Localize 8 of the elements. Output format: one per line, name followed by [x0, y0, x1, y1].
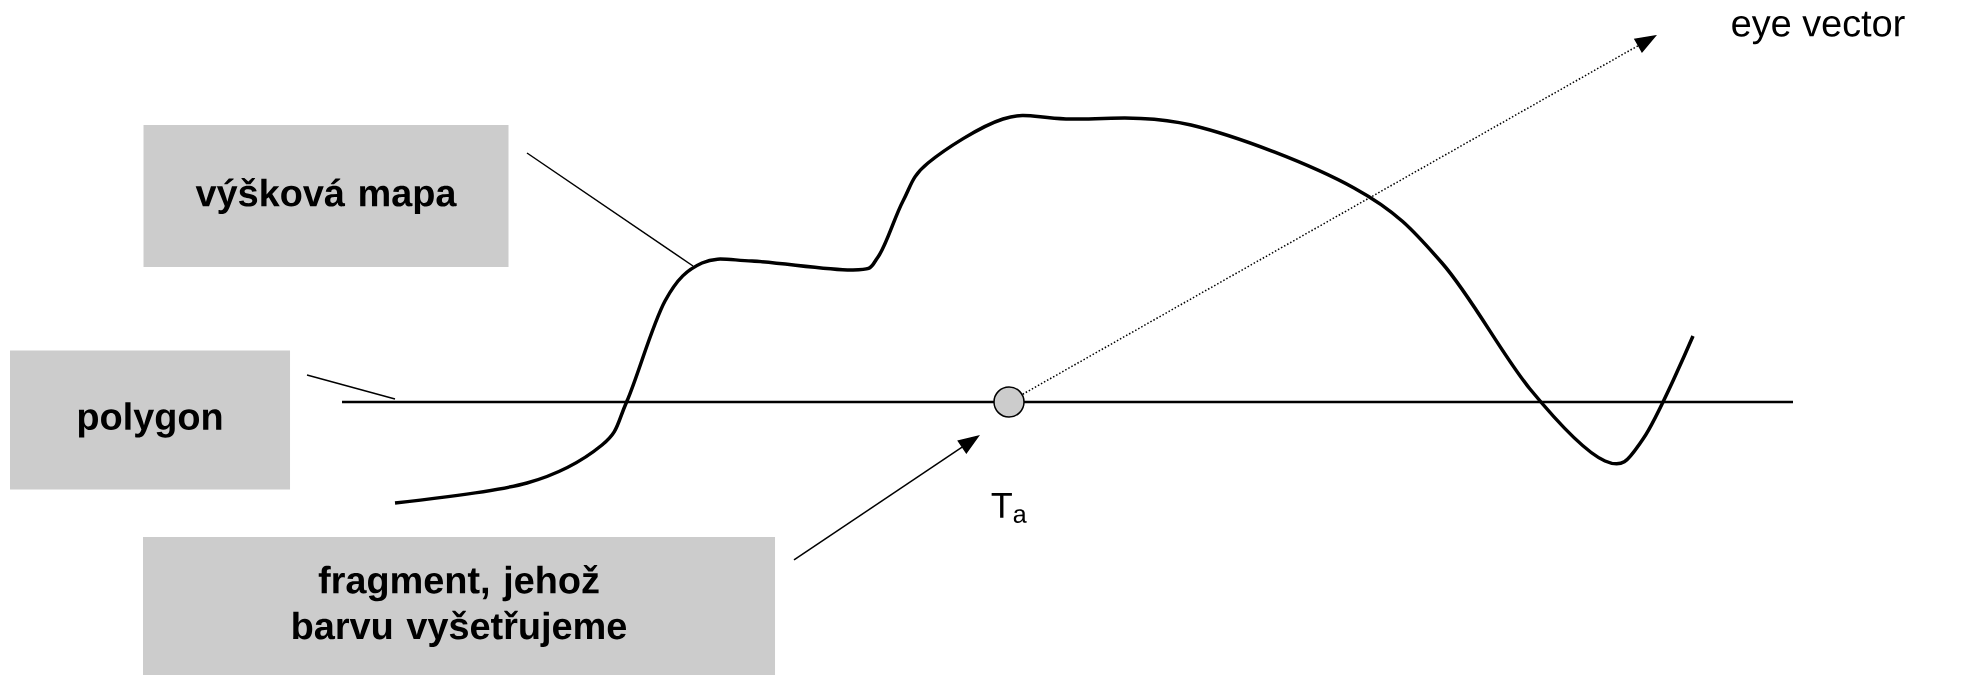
label-box: výšková mapa — [143, 125, 509, 267]
text-label: eye vector — [1732, 11, 1905, 45]
label-box: fragment, jehož barvu vyšetřujeme — [143, 537, 775, 675]
leader-line — [306, 374, 396, 400]
point-label: T$_{a}$ — [991, 493, 1027, 523]
label-box: polygon — [10, 350, 290, 490]
point-marker — [993, 386, 1025, 418]
leader-line — [526, 152, 694, 267]
